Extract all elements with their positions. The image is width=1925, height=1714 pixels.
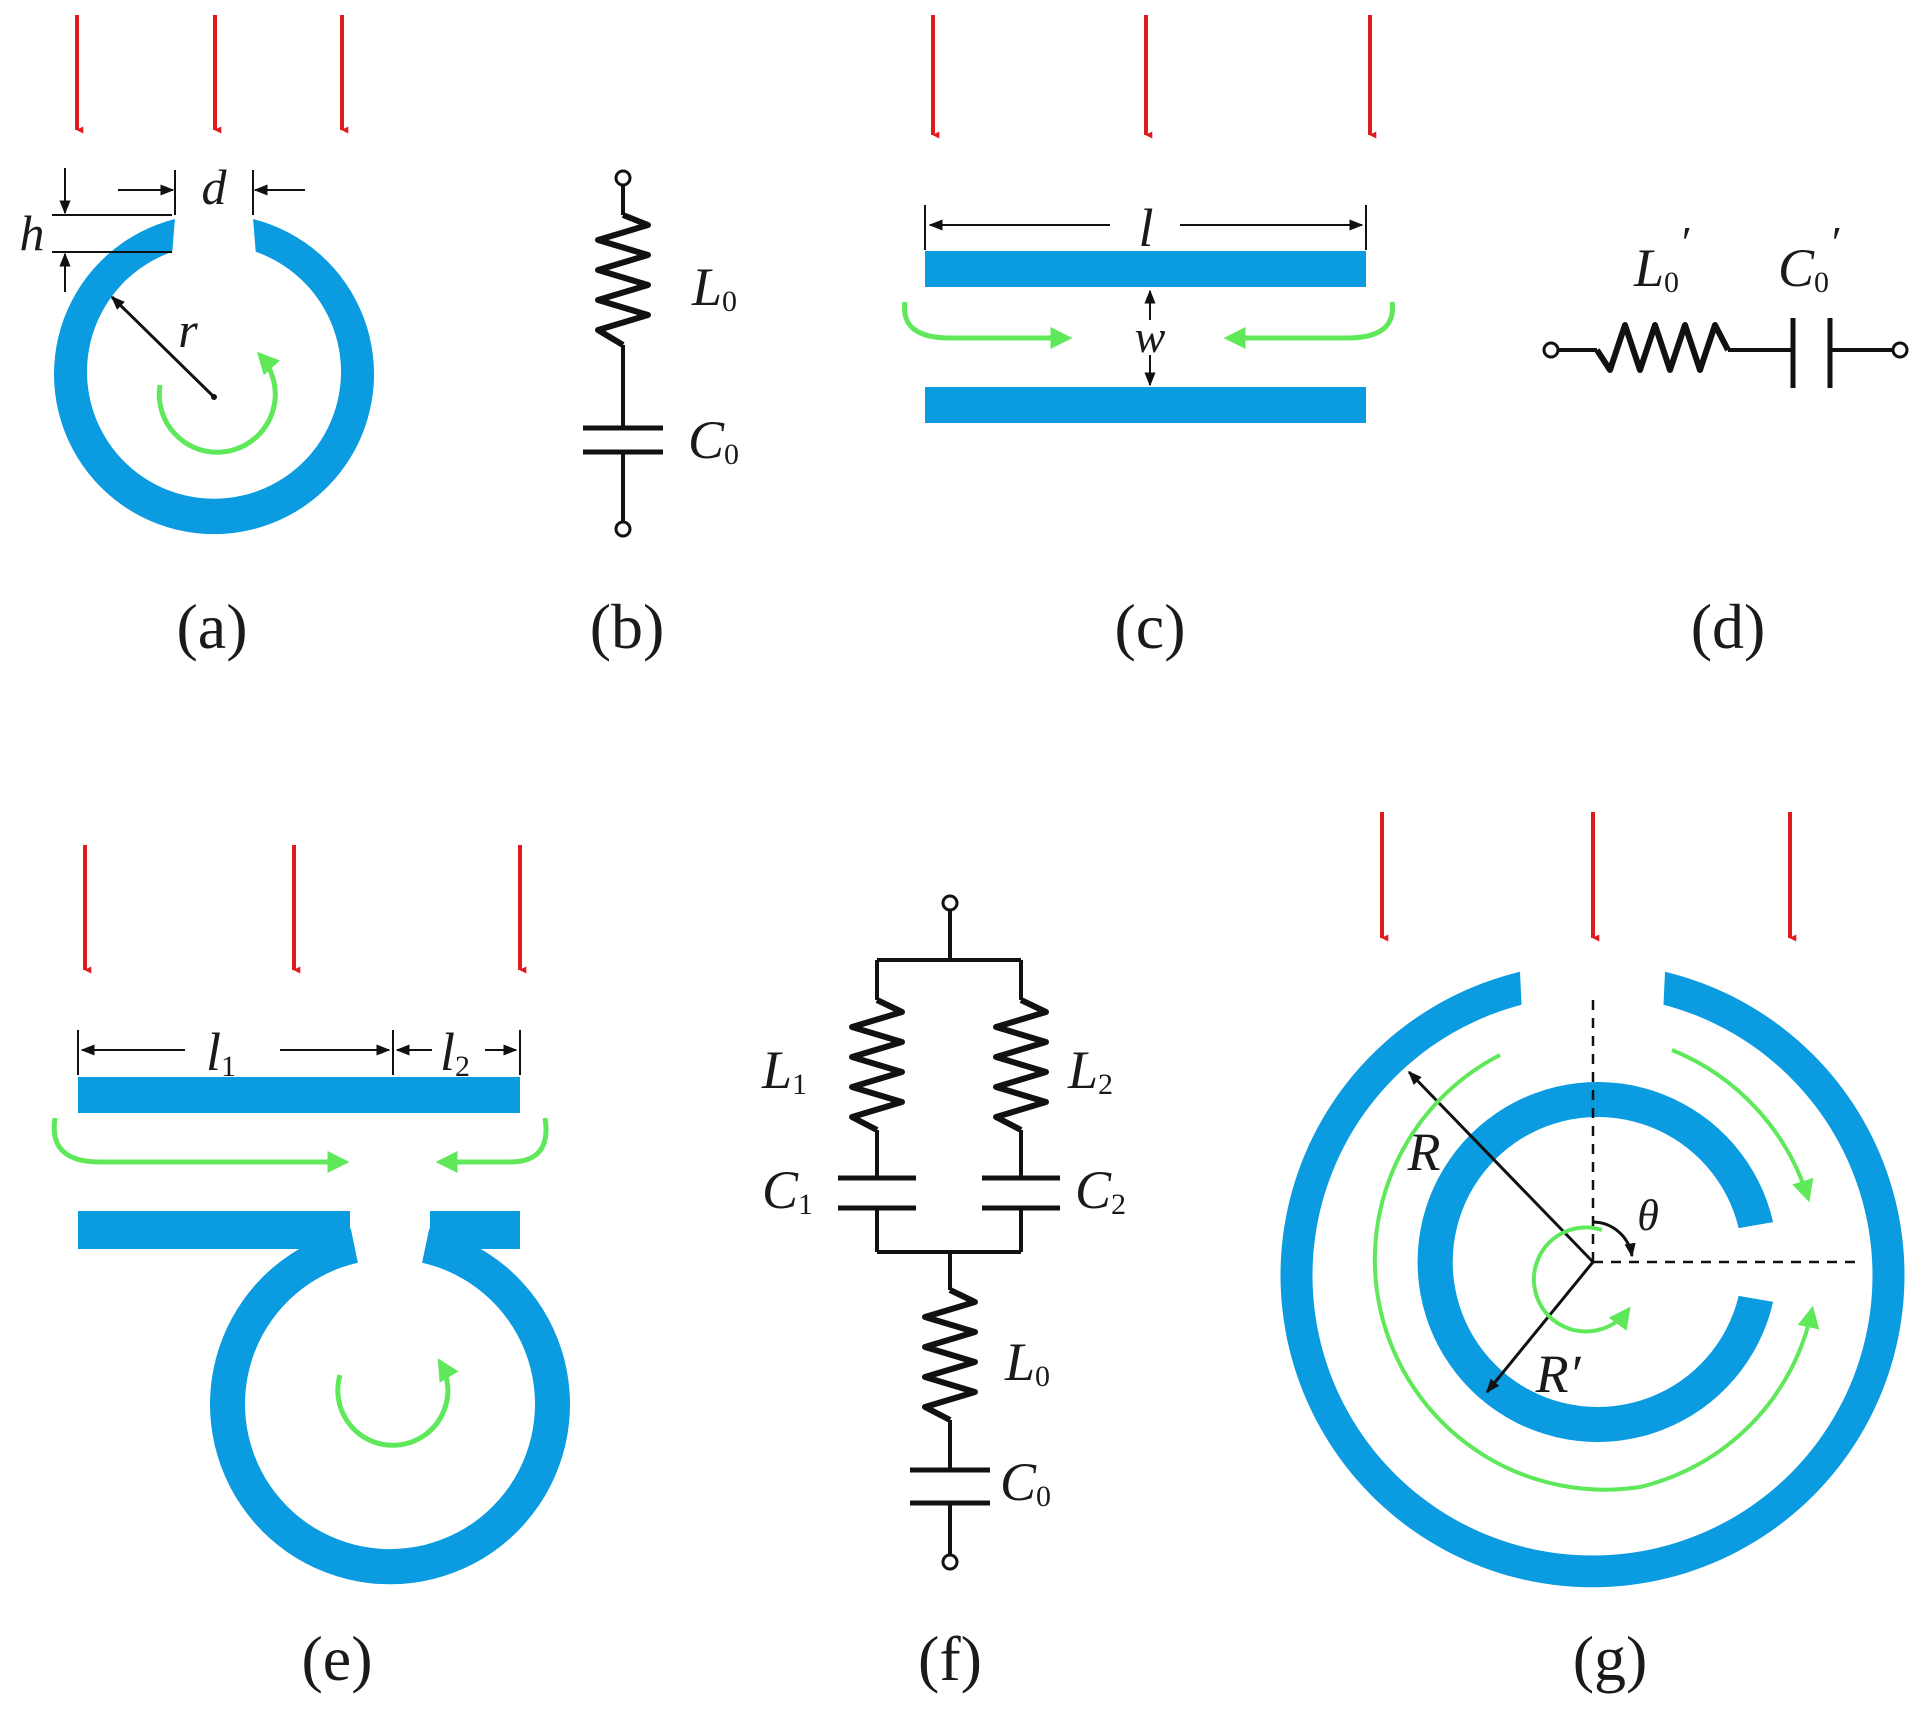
circulating-current-arrow (335, 1358, 459, 1448)
label-C0-prime: C0′ (1778, 217, 1840, 299)
terminal-left (1542, 341, 1560, 359)
label-l1: l1 (206, 1022, 236, 1083)
label-L2: L2 (1067, 1040, 1113, 1101)
label-h: h (20, 205, 45, 261)
panel-f: L1 L2 C1 C2 L0 C0 (f) (761, 894, 1126, 1694)
dimension-h (52, 168, 172, 292)
current-arrow-right (1223, 301, 1395, 349)
caption-g: (g) (1573, 1623, 1648, 1694)
gap-axis-lines (1591, 1000, 1862, 1264)
terminal-bottom (941, 1553, 959, 1571)
ring-center-dot (211, 394, 217, 400)
radius-R-prime-arrow (1485, 1261, 1595, 1394)
outer-current-arrow-right (1671, 1048, 1814, 1203)
angle-theta-arc (1592, 1220, 1636, 1258)
label-R-prime: R′ (1535, 1344, 1582, 1404)
label-C1: C1 (762, 1160, 813, 1221)
label-L1: L1 (761, 1040, 807, 1101)
bottom-strip-conductor (925, 387, 1366, 423)
label-C0: C0 (1000, 1452, 1051, 1513)
current-arrow-left (51, 1117, 350, 1173)
inner-current-arrow (1531, 1225, 1631, 1334)
dimension-d (118, 170, 305, 215)
label-r: r (178, 302, 198, 358)
panel-d: L0′ C0′ (d) (1542, 217, 1909, 662)
incident-arrows-g (1380, 812, 1797, 942)
radius-r-arrow (110, 295, 216, 399)
panel-a: d h r (a) (20, 15, 375, 662)
circulating-current-arrow (156, 351, 280, 455)
panel-e: l1 l2 (e) (51, 845, 570, 1694)
inductor-L0-coil (595, 212, 651, 348)
panel-c: l w (c) (902, 15, 1395, 662)
terminal-top (941, 894, 959, 912)
terminal-right (1891, 341, 1909, 359)
current-arrow-right (435, 1117, 549, 1173)
label-l2: l2 (440, 1022, 470, 1083)
top-strip-conductor (925, 251, 1366, 287)
dimension-l (924, 205, 1367, 250)
label-L0: L0 (1004, 1332, 1050, 1393)
label-C0: C0 (688, 410, 739, 471)
inductor-L2-coil (993, 997, 1049, 1133)
caption-e: (e) (301, 1623, 372, 1694)
inductor-L1-coil (849, 997, 905, 1133)
caption-b: (b) (590, 591, 665, 662)
panel-b: L0 C0 (b) (583, 169, 739, 662)
top-strip-conductor (78, 1077, 520, 1113)
terminal-top (614, 169, 632, 187)
current-arrow-left (902, 301, 1073, 349)
split-ring-conductor-e (209, 1228, 570, 1585)
caption-c: (c) (1114, 591, 1185, 662)
terminal-bottom (614, 520, 632, 538)
inductor-L0-coil (922, 1287, 978, 1423)
incident-arrows-c (931, 15, 1377, 139)
caption-f: (f) (918, 1623, 982, 1694)
outer-current-arrow-left (1372, 1053, 1820, 1492)
label-R: R (1407, 1122, 1441, 1182)
label-L0-prime: L0′ (1633, 217, 1690, 299)
caption-d: (d) (1691, 591, 1766, 662)
inductor-L0prime-coil (1594, 322, 1731, 373)
label-L0: L0 (691, 257, 737, 318)
label-l: l (1138, 198, 1153, 258)
panel-g: R R′ θ (g) (1280, 812, 1905, 1694)
split-ring-conductor (53, 219, 375, 535)
radius-R-arrow (1407, 1070, 1595, 1264)
label-w: w (1135, 311, 1166, 362)
label-C2: C2 (1075, 1160, 1126, 1221)
incident-arrows-a (75, 15, 349, 134)
caption-a: (a) (176, 591, 247, 662)
incident-arrows-e (83, 845, 527, 974)
dimension-l1-l2 (77, 1030, 521, 1075)
bottom-left-strip-conductor (78, 1211, 350, 1249)
label-d: d (202, 159, 228, 215)
label-theta: θ (1637, 1191, 1659, 1240)
